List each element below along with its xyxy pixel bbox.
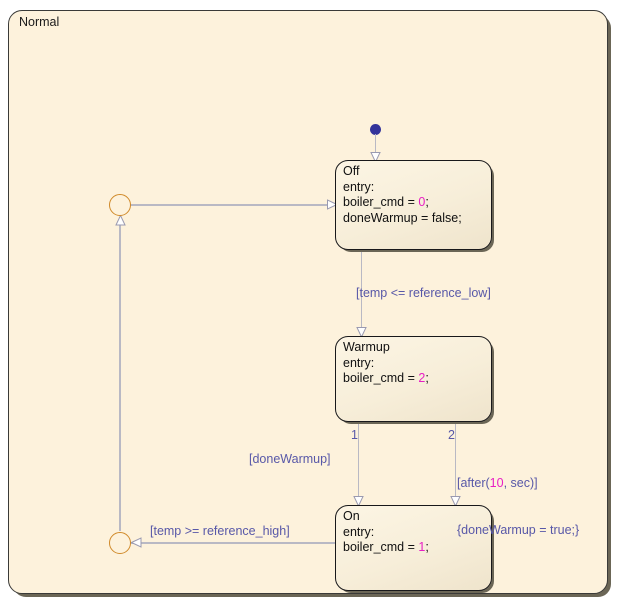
state-warmup-assign-value: 2 bbox=[418, 371, 426, 385]
transition-junction-to-off-line[interactable] bbox=[130, 204, 337, 206]
state-on-line-1: On bbox=[343, 509, 360, 523]
state-off-line-4: doneWarmup = false; bbox=[343, 210, 462, 225]
after-suffix: , sec)] bbox=[503, 476, 538, 490]
transition-label-warmup-to-on-2-line2: {doneWarmup = true;} bbox=[457, 522, 580, 537]
transition-label-on-to-junction[interactable]: [temp >= reference_high] bbox=[150, 524, 290, 538]
transition-junction-riser-line[interactable] bbox=[119, 218, 121, 531]
superstate-label: Normal bbox=[19, 15, 60, 29]
state-off-assign-suffix: ; bbox=[425, 195, 429, 209]
superstate-normal[interactable]: Normal bbox=[8, 10, 608, 594]
state-warmup-line-2: entry: bbox=[343, 355, 375, 370]
default-transition-dot bbox=[370, 124, 381, 135]
after-prefix: [after( bbox=[457, 476, 490, 490]
transition-label-warmup-to-on-1[interactable]: [doneWarmup] bbox=[249, 452, 331, 466]
state-warmup-assign-label: boiler_cmd = bbox=[343, 371, 419, 385]
state-off-line-3: boiler_cmd = 0; bbox=[343, 195, 484, 211]
transition-on-to-junction-line[interactable] bbox=[130, 542, 340, 544]
state-on-line-2: entry: bbox=[343, 524, 375, 539]
state-off-line-1: Off bbox=[343, 164, 360, 178]
after-duration: 10 bbox=[489, 476, 504, 490]
state-on-assign-label: boiler_cmd = bbox=[343, 540, 419, 554]
transition-order-warmup-to-on-1: 1 bbox=[351, 428, 358, 442]
state-off-assign-label: boiler_cmd = bbox=[343, 195, 419, 209]
transition-order-warmup-to-on-2: 2 bbox=[448, 428, 455, 442]
junction-bottom[interactable] bbox=[109, 532, 131, 554]
state-warmup-assign-suffix: ; bbox=[425, 371, 429, 385]
transition-label-off-to-warmup[interactable]: [temp <= reference_low] bbox=[356, 286, 491, 300]
state-warmup-line-1: Warmup bbox=[343, 340, 390, 354]
transition-label-warmup-to-on-2-line1: [after(10, sec)] bbox=[457, 476, 579, 492]
state-on-assign-suffix: ; bbox=[425, 540, 429, 554]
state-warmup[interactable]: Warmup entry: boiler_cmd = 2; bbox=[335, 336, 492, 422]
transition-default-to-off-line[interactable] bbox=[374, 134, 377, 160]
transition-off-to-warmup-line[interactable] bbox=[360, 250, 363, 338]
transition-label-warmup-to-on-2[interactable]: [after(10, sec)] {doneWarmup = true;} bbox=[457, 445, 579, 569]
state-warmup-line-3: boiler_cmd = 2; bbox=[343, 371, 484, 387]
transition-warmup-to-on-2-line[interactable] bbox=[454, 422, 457, 504]
state-off-assign-value: 0 bbox=[418, 195, 426, 209]
state-on-line-3: boiler_cmd = 1; bbox=[343, 540, 484, 556]
junction-top[interactable] bbox=[109, 194, 131, 216]
state-off-line-2: entry: bbox=[343, 179, 375, 194]
state-on[interactable]: On entry: boiler_cmd = 1; bbox=[335, 505, 492, 591]
transition-warmup-to-on-1-line[interactable] bbox=[357, 422, 360, 504]
state-on-assign-value: 1 bbox=[418, 540, 426, 554]
state-off[interactable]: Off entry: boiler_cmd = 0; doneWarmup = … bbox=[335, 160, 492, 250]
